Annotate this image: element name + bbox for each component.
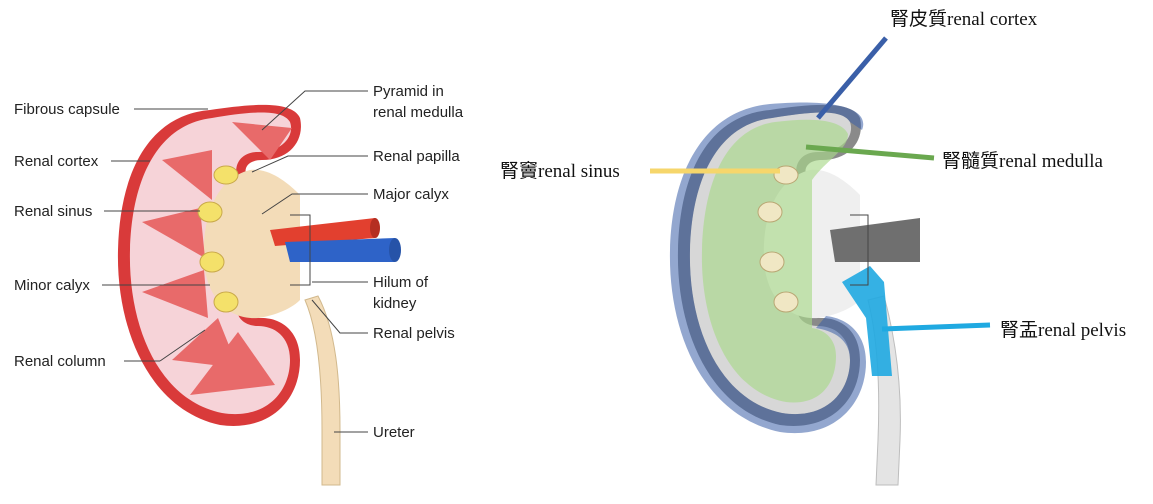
left-kidney-illustration: Fibrous capsule Renal cortex Renal sinus… [14,83,464,486]
pelvis-pointer-line [881,322,991,332]
label-hilum-line1: Hilum of [373,274,429,291]
label-renal-cortex: Renal cortex [14,153,99,170]
label-minor-calyx: Minor calyx [14,277,90,294]
label-renal-papilla: Renal papilla [373,148,460,165]
label-pyramid-line1: Pyramid in [373,83,444,100]
cortex-overlay [669,102,866,434]
label-renal-sinus: Renal sinus [14,203,92,220]
label-renal-pelvis-zh: 腎盂renal pelvis [1000,319,1126,341]
label-renal-column: Renal column [14,353,106,370]
right-kidney-illustration: 腎皮質renal cortex 腎髓質renal medulla 腎竇renal… [500,8,1126,486]
renal-pyramids [142,122,292,395]
pelvis-overlay [842,266,892,376]
label-ureter: Ureter [373,424,415,441]
label-fibrous-capsule: Fibrous capsule [14,101,120,118]
label-renal-cortex-zh: 腎皮質renal cortex [890,8,1038,30]
label-major-calyx: Major calyx [373,186,449,203]
label-renal-medulla-zh: 腎髓質renal medulla [942,150,1103,172]
label-renal-sinus-zh: 腎竇renal sinus [500,160,620,182]
label-hilum-line2: kidney [373,295,417,312]
left-label-group: Fibrous capsule Renal cortex Renal sinus… [14,83,464,441]
cortex-pointer-line [816,36,888,120]
medulla-pointer-line [805,144,935,161]
label-renal-pelvis: Renal pelvis [373,325,455,342]
label-pyramid-line2: renal medulla [373,104,464,121]
